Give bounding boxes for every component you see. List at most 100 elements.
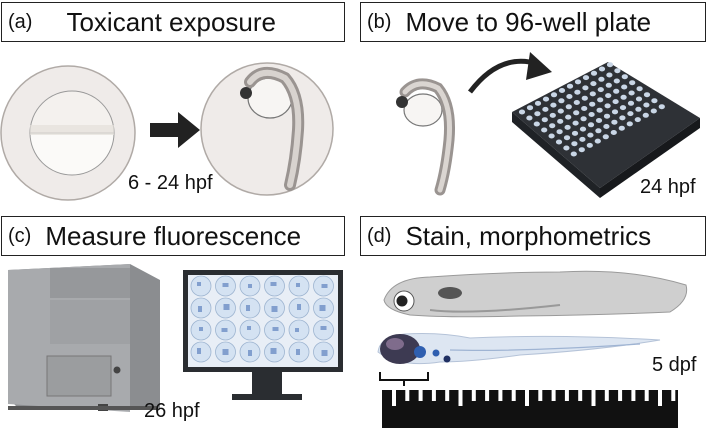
ruler-tick: [644, 390, 649, 401]
well: [589, 91, 596, 97]
well: [618, 125, 625, 131]
well: [598, 76, 605, 82]
well: [619, 105, 627, 111]
well: [564, 124, 571, 130]
well: [574, 89, 581, 95]
well: [587, 132, 594, 138]
well: [613, 78, 620, 84]
well: [595, 118, 603, 123]
well: [557, 108, 564, 114]
ruler-tick: [631, 390, 636, 401]
well: [642, 112, 649, 118]
well: [597, 97, 604, 103]
ruler-tick: [671, 390, 676, 401]
well: [573, 110, 580, 116]
fluorescence-spot: [270, 282, 277, 286]
panel-a-title: Toxicant exposure: [66, 6, 277, 37]
well: [620, 94, 627, 100]
panel-b-title: Move to 96-well plate: [405, 6, 652, 37]
larva-illustration: [383, 270, 688, 318]
fluorescence-spot: [320, 326, 327, 330]
fluorescence-spot: [297, 304, 301, 310]
well: [650, 108, 657, 114]
well: [602, 134, 609, 140]
ruler-tick: [538, 390, 543, 401]
well: [611, 119, 618, 125]
well: [610, 130, 617, 135]
well: [604, 103, 611, 109]
well: [582, 85, 589, 91]
panel-c-title: Measure fluorescence: [45, 220, 302, 251]
well: [621, 84, 628, 90]
ruler-tick: [525, 390, 529, 406]
measurement-bracket: [379, 372, 429, 386]
ruler-tick: [511, 390, 516, 401]
well: [572, 120, 579, 126]
well: [563, 135, 571, 141]
ruler-tick: [551, 390, 556, 401]
fluorescence-spot: [319, 305, 326, 311]
well: [534, 100, 542, 106]
ruler-tick: [658, 390, 662, 406]
well: [526, 105, 534, 111]
well: [621, 74, 628, 80]
fluorescence-spot: [197, 282, 201, 286]
well: [611, 109, 619, 115]
well: [581, 106, 588, 111]
well: [555, 139, 563, 145]
well: [533, 121, 540, 127]
well: [565, 114, 572, 120]
fluorescence-spot: [247, 326, 251, 330]
panel-b-time: 24 hpf: [640, 176, 696, 198]
fluorescence-spot: [223, 304, 230, 310]
well: [570, 151, 577, 157]
early-embryo-egg: [0, 65, 136, 201]
panel-a-time: 6 - 24 hpf: [128, 172, 213, 194]
fluorescence-spot: [295, 328, 299, 332]
ruler: [382, 390, 678, 428]
well: [579, 136, 586, 142]
well: [582, 75, 590, 81]
fluorescence-spot: [271, 306, 278, 312]
fluorescence-spot: [321, 350, 328, 356]
ruler-tick: [458, 390, 463, 406]
panel-d-tag: (d): [367, 224, 392, 247]
ruler-tick: [564, 390, 569, 401]
well: [580, 116, 587, 122]
well: [635, 96, 643, 102]
panel-c-time: 26 hpf: [144, 400, 200, 422]
monitor-display: [183, 270, 343, 400]
well: [627, 111, 634, 117]
well: [571, 141, 578, 147]
well: [594, 138, 601, 144]
well: [550, 102, 557, 108]
ruler-tick: [445, 390, 450, 401]
arrow-right-icon: [150, 112, 200, 148]
well: [549, 123, 556, 129]
fluorescence-spot: [272, 327, 279, 331]
well: [627, 100, 635, 106]
well-grid: [518, 62, 665, 157]
well: [558, 98, 565, 104]
fluorescence-spot: [198, 306, 202, 312]
well: [596, 107, 603, 113]
fluorescence-spot: [296, 283, 300, 287]
well: [578, 147, 585, 153]
well: [614, 68, 621, 74]
well: [574, 79, 582, 85]
fluorescence-spot: [199, 327, 203, 331]
well: [541, 127, 548, 133]
well: [550, 92, 558, 98]
well: [526, 115, 533, 121]
ruler-tick: [418, 390, 423, 401]
well: [658, 104, 665, 110]
well: [606, 72, 613, 78]
panel-b-tag: (b): [367, 10, 392, 33]
well: [597, 87, 604, 93]
ruler-tick: [485, 390, 490, 401]
panel-a-header: (a) Toxicant exposure: [1, 2, 345, 42]
well: [629, 80, 636, 86]
fluorescence-spot: [221, 328, 228, 332]
well: [548, 133, 555, 139]
